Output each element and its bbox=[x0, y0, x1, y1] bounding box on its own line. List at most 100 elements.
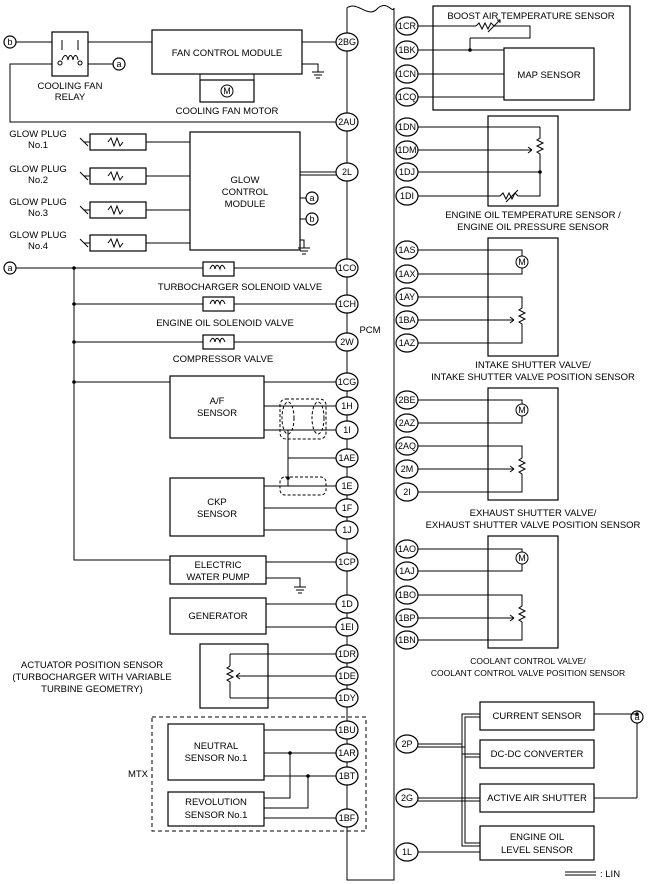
svg-text:MTX: MTX bbox=[128, 769, 149, 780]
svg-text:TURBINE GEOMETRY): TURBINE GEOMETRY) bbox=[41, 684, 143, 695]
pcm-pin bbox=[395, 333, 419, 353]
pcm-pin-label: 2L bbox=[342, 167, 352, 177]
pcm-pin bbox=[395, 264, 419, 284]
svg-text:a: a bbox=[309, 193, 314, 203]
svg-text:GLOW PLUG: GLOW PLUG bbox=[9, 129, 67, 140]
svg-text:FAN CONTROL MODULE: FAN CONTROL MODULE bbox=[172, 48, 283, 59]
pcm-pin-label: 2P bbox=[401, 739, 412, 749]
pcm-pin-label: 2AQ bbox=[398, 441, 416, 451]
pcm-pin bbox=[395, 390, 419, 410]
pcm-pin-label: 1AO bbox=[398, 544, 416, 554]
pcm-pin-label: 1CO bbox=[338, 263, 357, 273]
pcm-pin bbox=[335, 162, 359, 182]
svg-text:LEVEL SENSOR: LEVEL SENSOR bbox=[501, 845, 573, 856]
svg-text:BOOST AIR TEMPERATURE SENSOR: BOOST AIR TEMPERATURE SENSOR bbox=[447, 11, 614, 22]
pcm-pin-label: 1BA bbox=[398, 315, 415, 325]
pcm-pin-label: 1DN bbox=[398, 122, 416, 132]
pcm-pin-label: 1CN bbox=[398, 69, 416, 79]
svg-text:b: b bbox=[7, 37, 12, 47]
pcm-pin-label: 1DM bbox=[397, 145, 416, 155]
svg-text:EXHAUST SHUTTER VALVE/: EXHAUST SHUTTER VALVE/ bbox=[470, 508, 597, 519]
svg-text:M: M bbox=[518, 553, 526, 563]
pcm-pin-label: 1CG bbox=[338, 377, 357, 387]
pcm-pin bbox=[395, 87, 419, 107]
pcm-pin-label: 1BU bbox=[338, 725, 356, 735]
actuator-position-sensor: ACTUATOR POSITION SENSOR (TURBOCHARGER W… bbox=[12, 643, 338, 709]
pcm-label: PCM bbox=[359, 325, 380, 336]
pcm-right-pins: 1CR1BK1CN1CQ1DN1DM1DJ1DI1AS1AX1AY1BA1AZ2… bbox=[395, 16, 419, 862]
pcm-pin bbox=[335, 808, 359, 828]
pcm-pin-label: 1E bbox=[341, 481, 352, 491]
svg-text:TURBOCHARGER SOLENOID VALVE: TURBOCHARGER SOLENOID VALVE bbox=[158, 282, 322, 293]
svg-text:ELECTRIC: ELECTRIC bbox=[195, 560, 242, 571]
af-sensor bbox=[169, 375, 265, 439]
compressor-valve bbox=[202, 334, 235, 350]
pcm-pin-label: 1CH bbox=[338, 299, 356, 309]
current-sensor bbox=[479, 701, 595, 731]
pcm-pin-label: 1CP bbox=[338, 557, 356, 567]
pcm-pin bbox=[395, 788, 419, 808]
svg-text:No.2: No.2 bbox=[28, 175, 48, 186]
pcm-pin-label: 1BP bbox=[398, 613, 415, 623]
connector-a-glow: a bbox=[305, 191, 319, 205]
pcm-pin-label: 2BG bbox=[338, 37, 356, 47]
pcm-pin bbox=[335, 743, 359, 763]
svg-text:REVOLUTION: REVOLUTION bbox=[185, 797, 247, 808]
pcm-pin bbox=[395, 561, 419, 581]
svg-text:ACTUATOR POSITION SENSOR: ACTUATOR POSITION SENSOR bbox=[21, 660, 163, 671]
pcm-pin bbox=[395, 310, 419, 330]
cooling-fan-motor: M COOLING FAN MOTOR bbox=[176, 79, 279, 117]
pcm-pin-label: 1AS bbox=[398, 245, 415, 255]
coolant-control-valve bbox=[487, 535, 559, 649]
svg-text:a: a bbox=[116, 59, 121, 69]
pcm-pin-label: 1CQ bbox=[398, 92, 417, 102]
svg-text:M: M bbox=[223, 86, 231, 96]
pcm-pin bbox=[335, 688, 359, 708]
pcm-pin-label: 1L bbox=[402, 847, 412, 857]
svg-text:COMPRESSOR VALVE: COMPRESSOR VALVE bbox=[173, 354, 273, 365]
pcm-pin bbox=[395, 117, 419, 137]
svg-text:GLOW: GLOW bbox=[230, 175, 259, 186]
pcm-pin-label: 2I bbox=[403, 487, 411, 497]
pcm-pin bbox=[395, 459, 419, 479]
pcm-pin bbox=[335, 520, 359, 540]
pcm-pin bbox=[335, 766, 359, 786]
pcm-pin-label: 2W bbox=[340, 337, 354, 347]
pcm-pin-label: 1F bbox=[342, 503, 353, 513]
pcm-pin bbox=[335, 720, 359, 740]
engine-oil-solenoid-valve bbox=[202, 296, 235, 312]
svg-text:ACTIVE AIR SHUTTER: ACTIVE AIR SHUTTER bbox=[487, 793, 587, 804]
pcm-pin bbox=[395, 842, 419, 862]
pcm-pin-label: 1BT bbox=[339, 771, 356, 781]
svg-text:GENERATOR: GENERATOR bbox=[188, 611, 247, 622]
pcm-pin bbox=[335, 476, 359, 496]
pcm-pin-label: 2AU bbox=[338, 117, 356, 127]
pcm-pin bbox=[335, 372, 359, 392]
pcm-pin-label: 1DJ bbox=[399, 167, 415, 177]
pcm-pin bbox=[335, 258, 359, 278]
svg-text:GLOW PLUG: GLOW PLUG bbox=[9, 197, 67, 208]
svg-text:b: b bbox=[309, 214, 314, 224]
pcm-pin-label: 2AZ bbox=[399, 418, 416, 428]
pcm-pin-label: 1AR bbox=[338, 748, 356, 758]
svg-text:(TURBOCHARGER WITH VARIABLE: (TURBOCHARGER WITH VARIABLE bbox=[12, 672, 171, 683]
engine-oil-temp-pressure-sensor bbox=[487, 115, 559, 207]
pcm-pin bbox=[395, 16, 419, 36]
svg-text:ENGINE OIL SOLENOID VALVE: ENGINE OIL SOLENOID VALVE bbox=[156, 318, 294, 329]
pcm-pin bbox=[395, 40, 419, 60]
pcm-pin-label: 1BN bbox=[398, 635, 416, 645]
pcm-pin bbox=[395, 585, 419, 605]
connector-a-bus: a bbox=[3, 261, 17, 275]
glow-control-module bbox=[189, 131, 301, 251]
pcm-pin bbox=[395, 186, 419, 206]
svg-text:GLOW PLUG: GLOW PLUG bbox=[9, 230, 67, 241]
pcm-pin-label: 1AX bbox=[398, 269, 415, 279]
svg-text:ENGINE OIL PRESSURE SENSOR: ENGINE OIL PRESSURE SENSOR bbox=[457, 222, 609, 233]
svg-text:MAP SENSOR: MAP SENSOR bbox=[517, 70, 580, 81]
pcm-pin-label: 1DI bbox=[400, 191, 414, 201]
pcm-pin-label: 1BK bbox=[398, 45, 415, 55]
pcm-pin-label: 1DR bbox=[338, 649, 357, 659]
svg-text:DC-DC CONVERTER: DC-DC CONVERTER bbox=[491, 749, 584, 760]
pcm-pin-label: 1D bbox=[341, 599, 353, 609]
